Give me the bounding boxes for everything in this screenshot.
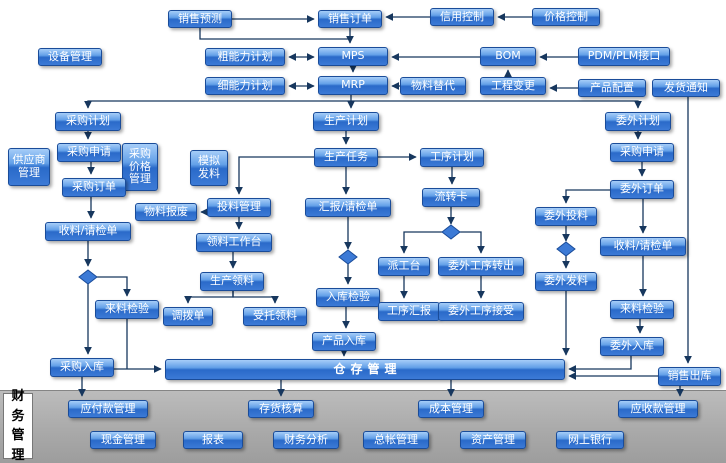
node-ledger-mgmt: 总帐管理: [363, 431, 429, 449]
node-report-inspect: 汇报/请检单: [305, 198, 391, 217]
node-sales-order: 销售订单: [318, 10, 382, 28]
edge-outsource-in-to-warehouse-mgmt: [568, 356, 632, 373]
decision-4-diamond: [556, 241, 576, 257]
node-sales-out: 销售出库: [658, 367, 721, 386]
edge-decision-1-to-incoming-inspection-left: [97, 276, 131, 297]
node-purchase-price-mgmt: 采购价格管理: [122, 143, 158, 191]
node-outsource-process-out: 委外工序转出: [438, 257, 524, 276]
edge-decision-3-to-dispatch-station: [400, 231, 442, 254]
node-purchase-plan: 采购计划: [55, 112, 121, 131]
node-production-task: 生产任务: [314, 148, 378, 167]
node-credit-control: 信用控制: [430, 8, 494, 26]
node-purchase-in: 采购入库: [50, 358, 114, 377]
decision-1-diamond: [78, 269, 98, 285]
node-mps: MPS: [318, 47, 388, 66]
node-outsource-order: 委外订单: [610, 180, 674, 199]
node-flow-card: 流转卡: [422, 188, 480, 207]
edge-production-requisition-to-entrusted-requisition: [232, 291, 279, 304]
node-purchase-request-right: 采购申请: [610, 143, 674, 162]
edge-production-task-to-feeding-mgmt: [235, 156, 314, 195]
node-product-in: 产品入库: [312, 332, 376, 351]
node-warehouse-mgmt: 仓存管理: [165, 359, 565, 380]
node-fine-capacity-plan: 细能力计划: [205, 77, 285, 95]
node-outsource-in: 委外入库: [600, 337, 664, 356]
node-simulated-issue: 模拟发料: [190, 150, 228, 186]
diamond-group: [78, 224, 576, 285]
node-cost-mgmt: 成本管理: [418, 400, 484, 418]
node-outsource-issue: 委外发料: [535, 272, 597, 291]
node-finance-mgmt-label: 财务管理: [3, 389, 33, 463]
node-feeding-mgmt: 投料管理: [207, 198, 271, 217]
node-bom: BOM: [480, 47, 536, 66]
node-process-report: 工序汇报: [378, 302, 440, 321]
node-dispatch-station: 派工台: [378, 257, 430, 276]
edge-group: [78, 13, 692, 397]
edge-mrp-to-outsource-plan: [351, 100, 642, 109]
decision-3-diamond: [441, 224, 461, 240]
node-requisition-workbench: 领料工作台: [196, 233, 272, 252]
node-inventory-accounting: 存货核算: [248, 400, 314, 418]
edge-sales-forecast-to-mps: [199, 28, 350, 40]
node-price-control: 价格控制: [532, 8, 600, 26]
node-financial-analysis: 财务分析: [273, 431, 339, 449]
node-equipment-mgmt: 设备管理: [38, 48, 102, 66]
node-warehouse-inspection: 入库检验: [316, 288, 380, 307]
node-mrp: MRP: [318, 76, 388, 95]
node-pdm-plm-interface: PDM/PLM接口: [578, 47, 670, 66]
node-supplier-mgmt: 供应商管理: [8, 148, 50, 186]
node-purchase-order: 采购订单: [62, 178, 126, 197]
node-material-substitution: 物料替代: [400, 77, 466, 95]
node-production-requisition: 生产领料: [200, 272, 264, 291]
node-production-plan: 生产计划: [313, 112, 379, 131]
edge-outsource-order-to-outsource-feeding: [562, 189, 610, 204]
edge-decision-3-to-outsource-process-out: [460, 231, 485, 254]
node-engineering-change: 工程变更: [480, 77, 546, 95]
node-cash-mgmt: 现金管理: [90, 431, 156, 449]
node-outsource-plan: 委外计划: [605, 112, 671, 131]
node-outsource-process-in: 委外工序接受: [438, 302, 524, 321]
node-receive-inspect-right: 收料/请检单: [600, 237, 686, 256]
node-receivable-mgmt: 应收款管理: [618, 400, 698, 418]
node-transfer-order: 调拨单: [163, 307, 213, 326]
node-receive-inspect-left: 收料/请检单: [45, 222, 131, 241]
node-purchase-request-left: 采购申请: [57, 143, 121, 162]
node-sales-forecast: 销售预测: [168, 10, 232, 28]
decision-2-diamond: [338, 249, 358, 265]
node-shipping-notice: 发货通知: [652, 79, 720, 97]
node-product-config: 产品配置: [578, 79, 646, 97]
node-incoming-inspection-left: 来料检验: [95, 300, 159, 319]
edge-mrp-to-purchase-plan: [84, 100, 351, 109]
node-process-plan: 工序计划: [420, 148, 484, 167]
node-asset-mgmt: 资产管理: [460, 431, 526, 449]
node-incoming-inspection-right: 来料检验: [610, 300, 674, 319]
node-reports: 报表: [183, 431, 243, 449]
node-material-scrap: 物料报废: [135, 203, 197, 221]
node-payable-mgmt: 应付款管理: [68, 400, 148, 418]
node-outsource-feeding: 委外投料: [535, 207, 597, 226]
node-rough-capacity-plan: 粗能力计划: [205, 48, 285, 66]
node-entrusted-requisition: 受托领料: [243, 307, 307, 326]
node-online-banking: 网上银行: [556, 431, 624, 449]
